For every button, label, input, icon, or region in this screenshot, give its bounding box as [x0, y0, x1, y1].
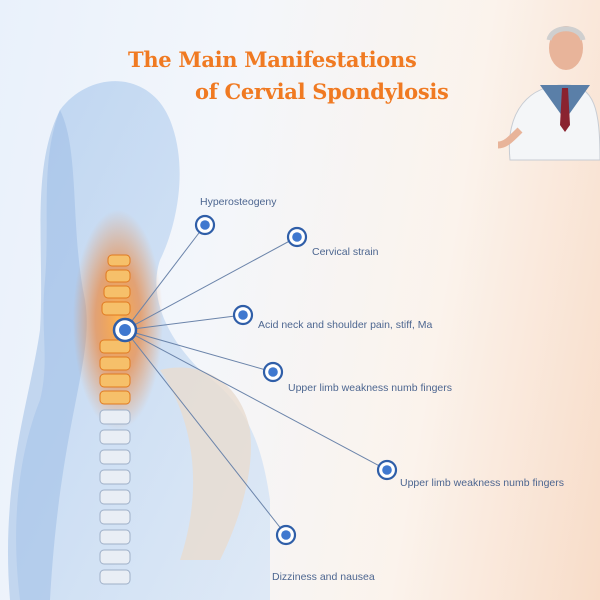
marker-2	[286, 226, 308, 248]
marker-4	[262, 361, 284, 383]
marker-5	[376, 459, 398, 481]
marker-6	[275, 524, 297, 546]
label-hyperosteogeny: Hyperosteogeny	[200, 196, 277, 208]
label-upper-limb-weakness-1: Upper limb weakness numb fingers	[288, 382, 452, 394]
label-neck-shoulder-pain: Acid neck and shoulder pain, stiff, Ma	[258, 319, 433, 331]
label-dizziness-nausea: Dizziness and nausea	[272, 571, 375, 583]
connector-lines	[124, 224, 388, 536]
label-cervical-strain: Cervical strain	[312, 246, 379, 258]
title-line-1: The Main Manifestations	[128, 47, 417, 72]
hub-marker	[112, 317, 138, 343]
hand	[160, 367, 251, 560]
marker-1	[194, 214, 216, 236]
label-upper-limb-weakness-2: Upper limb weakness numb fingers	[400, 477, 564, 489]
marker-3	[232, 304, 254, 326]
doctor-illustration	[497, 26, 600, 161]
title-line-2: of Cervial Spondylosis	[195, 79, 449, 104]
